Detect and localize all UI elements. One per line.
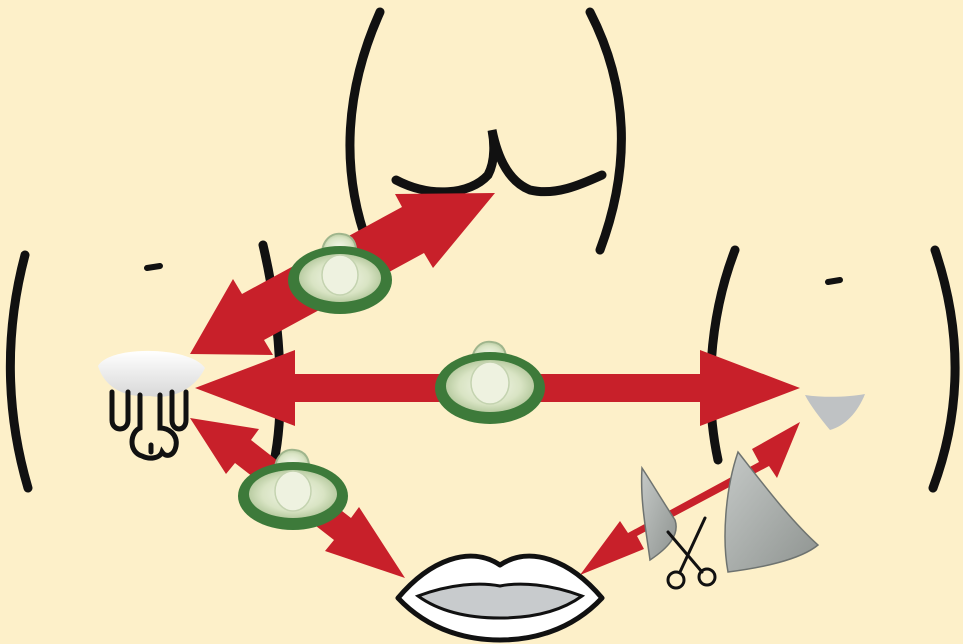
condom-icon (435, 342, 545, 424)
right-navel-mark (828, 280, 840, 282)
left-navel-mark (147, 266, 160, 268)
penis-icon (98, 351, 205, 458)
mouth-icon (398, 556, 602, 640)
cut-condom-dental-dam-icon (642, 452, 818, 572)
vulva-icon (805, 394, 865, 430)
